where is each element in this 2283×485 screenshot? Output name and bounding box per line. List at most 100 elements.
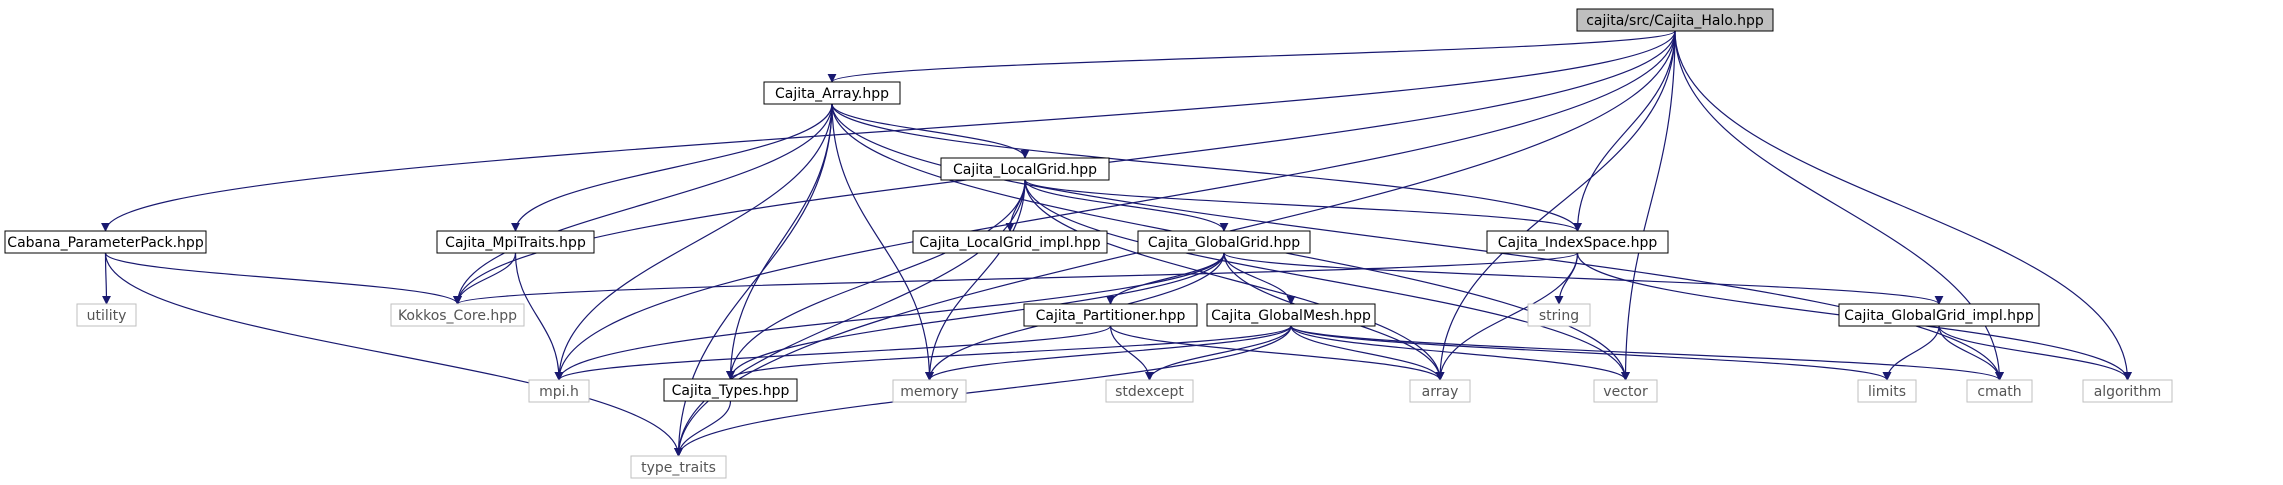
edge-halo-to-mpi: [554, 30, 1676, 381]
node-box-array: [1409, 379, 1471, 403]
node-box-globalgrid: [1137, 230, 1311, 254]
node-box-globalgrid_impl: [1838, 303, 2040, 327]
node-mpitraits[interactable]: Cajita_MpiTraits.hpp: [436, 230, 595, 254]
node-box-utility: [76, 303, 137, 327]
node-halo[interactable]: cajita/src/Cajita_Halo.hpp: [1576, 8, 1774, 32]
edge-mpitraits-to-mpi: [514, 252, 564, 381]
edge-array_hpp-to-mpitraits: [511, 103, 833, 232]
node-utility: utility: [76, 303, 137, 327]
node-box-kokkos: [390, 303, 525, 327]
node-label-mpi: mpi.h: [539, 384, 579, 400]
node-box-vector: [1593, 379, 1658, 403]
node-indexspace[interactable]: Cajita_IndexSpace.hpp: [1486, 230, 1669, 254]
edge-globalgrid-to-globalmesh: [1223, 252, 1296, 305]
edge-indexspace-to-kokkos: [453, 252, 1579, 305]
edge-array_hpp-to-localgrid: [831, 103, 1030, 159]
node-box-halo: [1576, 8, 1774, 32]
edge-globalmesh-to-memory: [925, 325, 1292, 381]
edge-indexspace-to-array: [1435, 252, 1579, 381]
edge-globalmesh-to-cmath: [1290, 325, 2004, 381]
node-label-string: string: [1539, 308, 1579, 324]
edge-localgrid-to-indexspace: [1024, 179, 1582, 232]
node-label-partitioner: Cajita_Partitioner.hpp: [1036, 308, 1186, 324]
node-box-mpi: [528, 379, 590, 403]
node-kokkos: Kokkos_Core.hpp: [390, 303, 525, 327]
edge-partitioner-to-mpi: [554, 325, 1112, 381]
edge-halo-to-vector: [1621, 30, 1676, 381]
node-array_hpp[interactable]: Cajita_Array.hpp: [763, 81, 901, 105]
node-box-mpitraits: [436, 230, 595, 254]
node-box-paramPack: [4, 230, 207, 254]
edge-paramPack-to-utility: [101, 252, 111, 305]
edge-globalgrid-to-partitioner: [1106, 252, 1225, 305]
edge-globalgrid-to-globalgrid_impl: [1223, 252, 1944, 305]
node-label-mpitraits: Cajita_MpiTraits.hpp: [445, 235, 586, 251]
node-box-partitioner: [1023, 303, 1198, 327]
node-label-algorithm: algorithm: [2094, 384, 2162, 400]
node-globalmesh[interactable]: Cajita_GlobalMesh.hpp: [1206, 303, 1376, 327]
node-memory: memory: [892, 379, 967, 403]
node-box-types: [663, 378, 798, 402]
edge-halo-to-array_hpp: [827, 30, 1676, 83]
node-vector: vector: [1593, 379, 1658, 403]
node-mpi: mpi.h: [528, 379, 590, 403]
node-box-string: [1527, 303, 1591, 327]
edge-array_hpp-to-memory: [831, 103, 934, 381]
node-label-vector: vector: [1603, 384, 1648, 400]
edge-globalmesh-to-array: [1290, 325, 1445, 381]
node-localgrid[interactable]: Cajita_LocalGrid.hpp: [940, 157, 1110, 181]
node-box-localgrid_impl: [912, 230, 1108, 254]
edge-halo-to-indexspace: [1573, 30, 1676, 232]
node-label-array: array: [1422, 384, 1459, 400]
node-cmath: cmath: [1966, 379, 2033, 403]
node-label-globalgrid_impl: Cajita_GlobalGrid_impl.hpp: [1844, 308, 2034, 324]
edge-halo-to-paramPack: [101, 30, 1676, 232]
node-box-algorithm: [2082, 379, 2173, 403]
node-box-memory: [892, 379, 967, 403]
node-box-limits: [1857, 379, 1917, 403]
nodes-layer: cajita/src/Cajita_Halo.hppCajita_Array.h…: [4, 8, 2173, 479]
edge-halo-to-cmath: [1674, 30, 2004, 381]
edge-halo-to-algorithm: [1674, 30, 2132, 381]
node-globalgrid[interactable]: Cajita_GlobalGrid.hpp: [1137, 230, 1311, 254]
node-partitioner[interactable]: Cajita_Partitioner.hpp: [1023, 303, 1198, 327]
edge-globalgrid_impl-to-limits: [1882, 325, 1940, 381]
edge-globalmesh-to-stdexcept: [1145, 325, 1292, 381]
node-label-globalgrid: Cajita_GlobalGrid.hpp: [1148, 235, 1300, 251]
edge-paramPack-to-type_traits: [104, 252, 683, 457]
node-type_traits: type_traits: [630, 455, 727, 479]
node-types[interactable]: Cajita_Types.hpp: [663, 378, 798, 402]
edge-array_hpp-to-kokkos: [453, 103, 833, 305]
node-box-type_traits: [630, 455, 727, 479]
edge-globalmesh-to-limits: [1290, 325, 1892, 381]
edge-array_hpp-to-cmath: [831, 103, 2004, 381]
node-paramPack[interactable]: Cabana_ParameterPack.hpp: [4, 230, 207, 254]
edge-globalgrid_impl-to-algorithm: [1938, 325, 2132, 381]
edge-globalgrid_impl-to-cmath: [1938, 325, 2004, 381]
node-limits: limits: [1857, 379, 1917, 403]
node-globalgrid_impl[interactable]: Cajita_GlobalGrid_impl.hpp: [1838, 303, 2040, 327]
edge-array_hpp-to-mpi: [554, 103, 833, 381]
node-localgrid_impl[interactable]: Cajita_LocalGrid_impl.hpp: [912, 230, 1108, 254]
edge-globalgrid-to-mpi: [554, 252, 1225, 381]
node-label-types: Cajita_Types.hpp: [672, 383, 790, 399]
node-box-localgrid: [940, 157, 1110, 181]
node-array: array: [1409, 379, 1471, 403]
node-label-stdexcept: stdexcept: [1115, 384, 1184, 400]
edge-localgrid-to-type_traits: [674, 179, 1026, 457]
node-box-cmath: [1966, 379, 2033, 403]
node-label-localgrid_impl: Cajita_LocalGrid_impl.hpp: [919, 235, 1100, 251]
node-string: string: [1527, 303, 1591, 327]
edge-globalmesh-to-types: [726, 325, 1292, 380]
node-label-halo: cajita/src/Cajita_Halo.hpp: [1586, 13, 1764, 29]
node-label-utility: utility: [87, 308, 127, 324]
edge-localgrid-to-array: [1024, 179, 1445, 381]
node-box-globalmesh: [1206, 303, 1376, 327]
edge-array_hpp-to-types: [726, 103, 833, 380]
node-label-indexspace: Cajita_IndexSpace.hpp: [1498, 235, 1658, 251]
edge-halo-to-array: [1435, 30, 1676, 381]
edge-globalmesh-to-type_traits: [674, 325, 1292, 457]
edge-array_hpp-to-indexspace: [831, 103, 1582, 232]
node-stdexcept: stdexcept: [1105, 379, 1194, 403]
